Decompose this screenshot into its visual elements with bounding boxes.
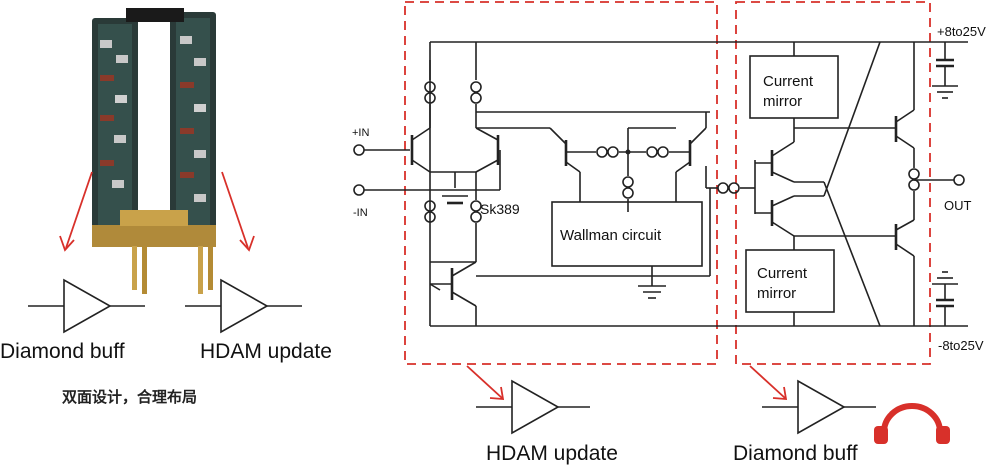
headphone-logo-icon [874, 403, 950, 444]
diamond-circuit: Current mirror Current mirror [745, 41, 972, 327]
current-mirror-bottom [745, 249, 835, 313]
label-hdam-update-bottom: HDAM update [486, 442, 618, 465]
label-v-minus: -8to25V [938, 338, 984, 353]
plus-in-terminal [353, 144, 365, 156]
buffer-triangle-icon [28, 278, 145, 334]
label-diamond-buff-bottom: Diamond buff [733, 442, 858, 465]
label-sk389: Sk389 [480, 201, 520, 217]
label-current-mirror-top-1: Current [763, 73, 814, 90]
label-minus-in: -IN [353, 207, 368, 219]
label-current-mirror-top-2: mirror [763, 93, 802, 110]
label-hdam-update-left: HDAM update [200, 340, 332, 363]
label-diamond-buff-left: Diamond buff [0, 340, 125, 363]
pcb-module-photo [92, 8, 216, 294]
buffer-triangle-icon [762, 379, 876, 435]
minus-in-terminal [353, 184, 365, 196]
label-wallman: Wallman circuit [560, 227, 662, 244]
label-v-plus: +8to25V [937, 24, 986, 39]
label-chinese-caption: 双面设计，合理布局 [62, 388, 197, 406]
out-terminal [953, 174, 965, 186]
left-red-arrows [59, 171, 255, 252]
label-plus-in: +IN [352, 127, 369, 139]
label-out: OUT [944, 198, 972, 213]
wallman-circuit-block [551, 201, 703, 267]
bottom-red-arrows [466, 365, 788, 400]
hdam-section-box [404, 1, 718, 365]
buffer-triangle-icon [476, 379, 590, 435]
label-current-mirror-bottom-2: mirror [757, 285, 796, 302]
hdam-circuit: +IN -IN Sk389 [352, 42, 755, 326]
buffer-triangle-icon [185, 278, 302, 334]
label-current-mirror-bottom-1: Current [757, 265, 808, 282]
